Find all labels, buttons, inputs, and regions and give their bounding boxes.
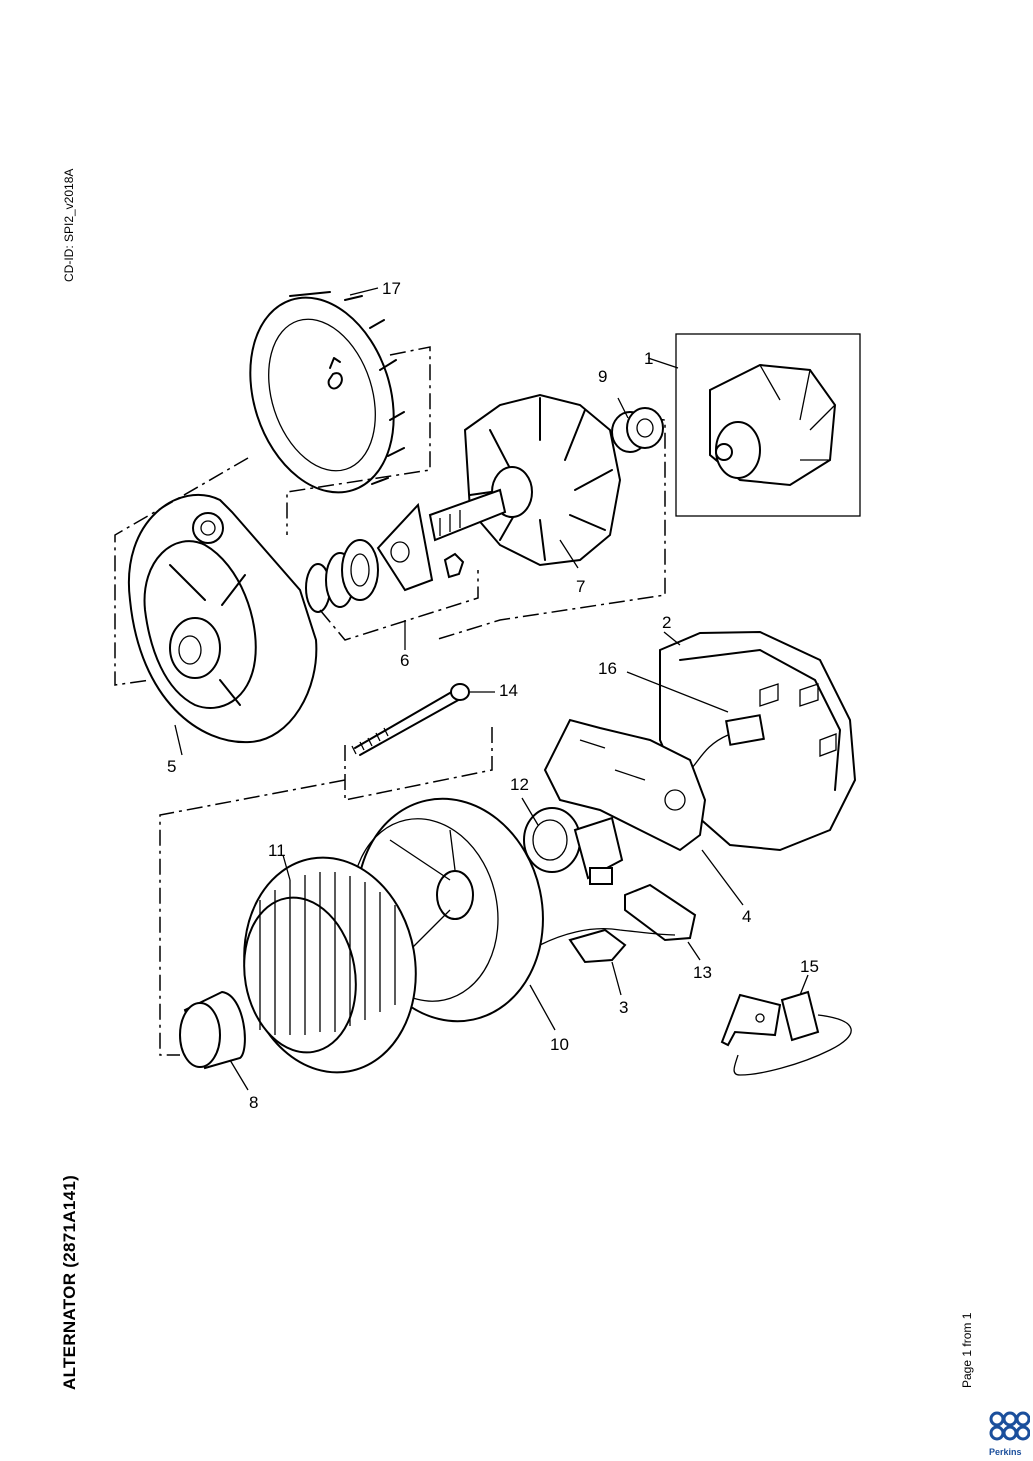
part-7-rotor (428, 393, 622, 567)
part-13-plug (624, 883, 697, 942)
callout-16: 16 (598, 659, 617, 678)
callout-11: 11 (268, 841, 286, 860)
part-4-regulator (543, 718, 707, 852)
part-8-bushing (179, 990, 246, 1070)
callout-13: 13 (693, 963, 712, 982)
part-12-brush-holder (523, 807, 624, 885)
part-5-drive-end-housing (127, 494, 318, 744)
callout-9: 9 (598, 367, 607, 386)
brand-name: Perkins (989, 1447, 1022, 1457)
callout-17: 17 (382, 279, 401, 298)
callout-4: 4 (742, 907, 751, 926)
perkins-logo-icon (989, 1411, 1030, 1441)
callout-3: 3 (619, 998, 628, 1017)
part-17-fan (249, 291, 405, 494)
callout-14: 14 (499, 681, 518, 700)
callout-8: 8 (249, 1093, 258, 1112)
callout-15: 15 (800, 957, 819, 976)
part-9-bearing (611, 407, 664, 453)
callout-1: 1 (644, 349, 653, 368)
part-3-diode-pack (539, 928, 676, 964)
callout-2: 2 (662, 613, 671, 632)
part-14-through-bolt (351, 683, 470, 756)
part-1-alternator-assembly (675, 333, 861, 517)
part-15-capacitor (720, 990, 852, 1076)
callout-12: 12 (510, 775, 529, 794)
callout-5: 5 (167, 757, 176, 776)
callout-7: 7 (576, 577, 585, 596)
callout-6: 6 (400, 651, 409, 670)
part-11-stator (243, 856, 417, 1074)
callout-10: 10 (550, 1035, 569, 1054)
part-6-bearing-kit (305, 502, 465, 613)
part-16-connector (689, 714, 765, 771)
